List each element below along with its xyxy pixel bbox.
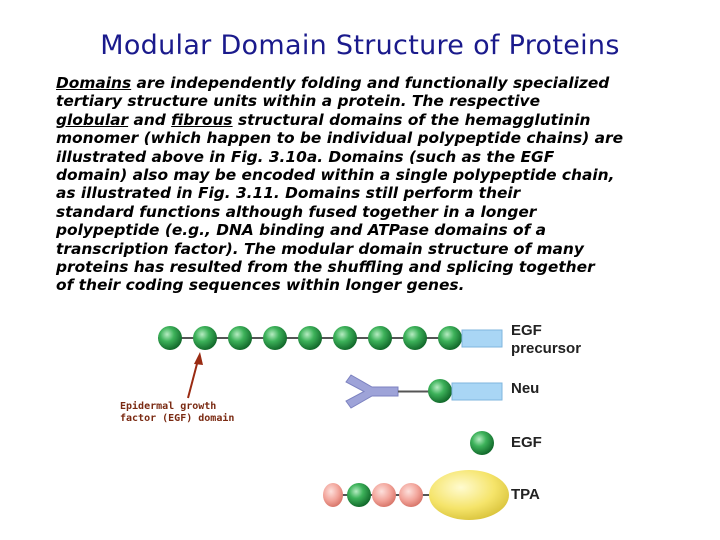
kringle-domain xyxy=(372,483,396,507)
text-segment: tertiary structure units within a protei… xyxy=(56,92,541,111)
neu-protein xyxy=(345,374,503,409)
tpa-label: TPA xyxy=(511,486,540,503)
text-segment: monomer (which happen to be individual p… xyxy=(56,129,624,148)
paragraph-line: monomer (which happen to be individual p… xyxy=(56,129,676,147)
egf-domain xyxy=(403,326,427,350)
egf-domain xyxy=(158,326,182,350)
egf-precursor-label-line1: EGF xyxy=(511,322,542,339)
egf-protein xyxy=(470,431,494,455)
paragraph-line: proteins has resulted from the shuffling… xyxy=(56,258,676,276)
egf-domain xyxy=(228,326,252,350)
neu-receptor-shape xyxy=(345,374,399,409)
paragraph-line: as illustrated in Fig. 3.11. Domains sti… xyxy=(56,184,676,202)
annotation-line1: Epidermal growth xyxy=(120,401,217,412)
egf-domain-annotation: Epidermal growth factor (EGF) domain xyxy=(120,401,234,425)
paragraph-line: transcription factor). The modular domai… xyxy=(56,240,676,258)
text-segment: illustrated above in Fig. 3.10a. Domains… xyxy=(56,147,555,166)
text-segment: proteins has resulted from the shuffling… xyxy=(56,258,595,277)
underlined-term: fibrous xyxy=(171,110,233,129)
description-paragraph: Domains are independently folding and fu… xyxy=(56,74,676,295)
egf-precursor-protein xyxy=(158,326,503,350)
egf-precursor-label: EGF precursor xyxy=(511,322,581,358)
paragraph-line: globular and fibrous structural domains … xyxy=(56,111,676,129)
tpa-protein xyxy=(323,470,509,520)
neu-label: Neu xyxy=(511,380,540,397)
text-segment: standard functions although fused togeth… xyxy=(56,202,537,221)
egf-domain xyxy=(368,326,392,350)
kringle-domain xyxy=(399,483,423,507)
egf-precursor-label-line2: precursor xyxy=(511,340,582,357)
paragraph-line: domain) also may be encoded within a sin… xyxy=(56,166,676,184)
egf-domain xyxy=(470,431,494,455)
egf-domain xyxy=(298,326,322,350)
text-segment: of their coding sequences within longer … xyxy=(56,276,465,295)
text-segment: domain) also may be encoded within a sin… xyxy=(56,166,615,185)
transmembrane-segment xyxy=(461,329,503,348)
transmembrane-segment xyxy=(451,382,503,401)
paragraph-line: polypeptide (e.g., DNA binding and ATPas… xyxy=(56,221,676,239)
annotation-line2: factor (EGF) domain xyxy=(120,413,235,424)
underlined-term: Domains xyxy=(56,74,132,92)
page-title: Modular Domain Structure of Proteins xyxy=(100,30,620,61)
egf-label: EGF xyxy=(511,434,542,451)
protease-domain xyxy=(429,470,509,520)
annotation-arrow xyxy=(187,352,203,399)
paragraph-line: illustrated above in Fig. 3.10a. Domains… xyxy=(56,148,676,166)
paragraph-line: of their coding sequences within longer … xyxy=(56,276,676,294)
text-segment: transcription factor). The modular domai… xyxy=(56,239,584,258)
text-segment: and xyxy=(128,110,172,129)
egf-domain xyxy=(333,326,357,350)
paragraph-line: Domains are independently folding and fu… xyxy=(56,74,676,92)
underlined-term: globular xyxy=(56,110,129,129)
kringle-domain xyxy=(323,483,343,507)
paragraph-line: tertiary structure units within a protei… xyxy=(56,92,676,110)
egf-domain xyxy=(428,379,452,403)
egf-domain xyxy=(263,326,287,350)
text-segment: structural domains of the hemagglutinin xyxy=(232,110,591,129)
egf-domain xyxy=(193,326,217,350)
text-segment: as illustrated in Fig. 3.11. Domains sti… xyxy=(56,184,521,203)
egf-domain xyxy=(438,326,462,350)
egf-domain xyxy=(347,483,371,507)
text-segment: are independently folding and functional… xyxy=(131,74,610,92)
text-segment: polypeptide (e.g., DNA binding and ATPas… xyxy=(56,221,547,240)
paragraph-line: standard functions although fused togeth… xyxy=(56,203,676,221)
